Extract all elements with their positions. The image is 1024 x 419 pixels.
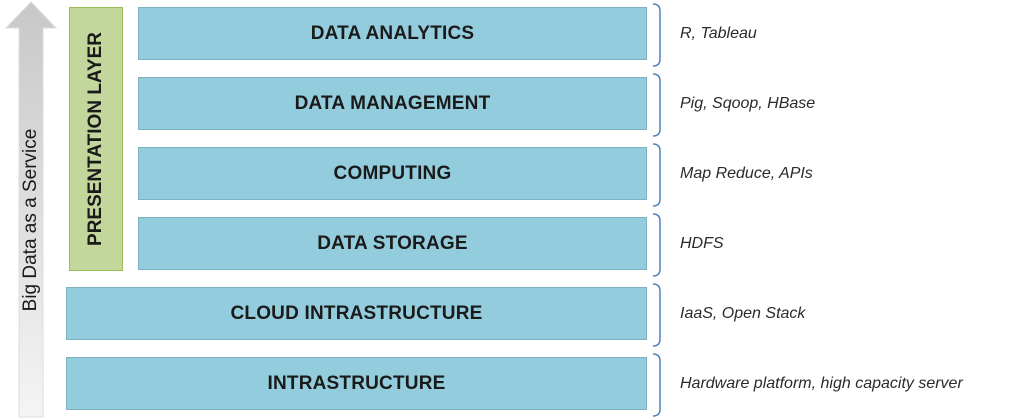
bracket-6 — [652, 353, 661, 417]
tech-label-infrastructure: Hardware platform, high capacity server — [680, 375, 963, 392]
up-arrow-icon — [4, 1, 58, 418]
presentation-layer: PRESENTATION LAYER — [69, 7, 123, 271]
bracket-3 — [652, 143, 661, 207]
layer-label: DATA ANALYTICS — [310, 22, 475, 44]
tech-label-storage: HDFS — [680, 235, 724, 252]
layer-label: DATA STORAGE — [317, 232, 468, 254]
bracket-1 — [652, 3, 661, 67]
layer-infrastructure: INTRASTRUCTURE — [66, 357, 647, 410]
layer-label: COMPUTING — [333, 162, 452, 184]
bracket-5 — [652, 283, 661, 347]
bracket-2 — [652, 73, 661, 137]
layer-computing: COMPUTING — [138, 147, 647, 200]
tech-label-cloud: IaaS, Open Stack — [680, 305, 806, 322]
layer-label: INTRASTRUCTURE — [267, 372, 446, 394]
brackets — [652, 3, 661, 417]
layer-cloud-infrastructure: CLOUD INTRASTRUCTURE — [66, 287, 647, 340]
tech-label-computing: Map Reduce, APIs — [680, 165, 813, 182]
layer-data-storage: DATA STORAGE — [138, 217, 647, 270]
bracket-4 — [652, 213, 661, 277]
side-label-text: Big Data as a Service — [20, 128, 41, 312]
layer-data-analytics: DATA ANALYTICS — [138, 7, 647, 60]
tech-label-analytics: R, Tableau — [680, 25, 757, 42]
tech-label-management: Pig, Sqoop, HBase — [680, 95, 816, 112]
layer-label: DATA MANAGEMENT — [294, 92, 491, 114]
layer-data-management: DATA MANAGEMENT — [138, 77, 647, 130]
layer-label: CLOUD INTRASTRUCTURE — [230, 302, 483, 324]
presentation-layer-label: PRESENTATION LAYER — [85, 32, 106, 246]
